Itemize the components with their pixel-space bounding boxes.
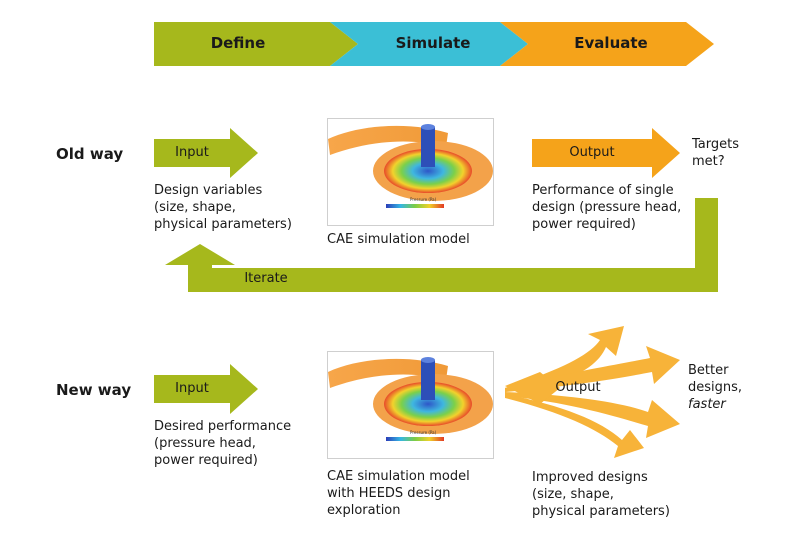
stage-evaluate-label: Evaluate	[574, 34, 648, 52]
new-model-caption: CAE simulation model with HEEDS design e…	[327, 469, 470, 518]
new-input-arrow	[154, 364, 258, 414]
new-input-text: Desired performance (pressure head, powe…	[154, 419, 292, 468]
old-input-text: Design variables (size, shape, physical …	[154, 183, 292, 232]
old-model-caption: CAE simulation model	[327, 232, 470, 247]
old-input-arrow	[154, 128, 258, 178]
stage-define-chevron	[154, 22, 358, 66]
iterate-label: Iterate	[244, 271, 288, 286]
new-output-burst	[505, 326, 680, 458]
new-way-label: New way	[56, 381, 132, 399]
better-designs-main: Better designs,	[688, 363, 743, 395]
old-output-arrow-label: Output	[569, 145, 615, 160]
old-output-text: Performance of single design (pressure h…	[532, 183, 682, 232]
iterate-loop-arrow	[165, 198, 718, 292]
targets-met-text: Targets met?	[692, 137, 739, 169]
pressure-scale-title: Pressure (Pa)	[410, 197, 437, 202]
stage-define-label: Define	[210, 34, 266, 52]
new-output-text: Improved designs (size, shape, physical …	[532, 470, 670, 519]
better-designs-faster: faster	[688, 397, 726, 412]
stage-simulate-chevron	[330, 22, 528, 66]
better-designs-text: Better designs, faster	[688, 362, 742, 413]
new-input-arrow-label: Input	[175, 381, 209, 396]
new-output-arrow-label: Output	[555, 380, 601, 395]
stage-simulate-label: Simulate	[395, 34, 471, 52]
pressure-scale-title: Pressure (Pa)	[410, 430, 437, 435]
cae-simulation-image-new: Pressure (Pa)	[327, 351, 494, 459]
pump-render: Pressure (Pa)	[328, 124, 493, 208]
old-output-arrow	[532, 128, 680, 178]
old-input-arrow-label: Input	[175, 145, 209, 160]
pump-render: Pressure (Pa)	[328, 357, 493, 441]
cae-simulation-image-old: Pressure (Pa)	[327, 118, 494, 226]
old-way-label: Old way	[56, 145, 124, 163]
stage-evaluate-chevron	[500, 22, 714, 66]
